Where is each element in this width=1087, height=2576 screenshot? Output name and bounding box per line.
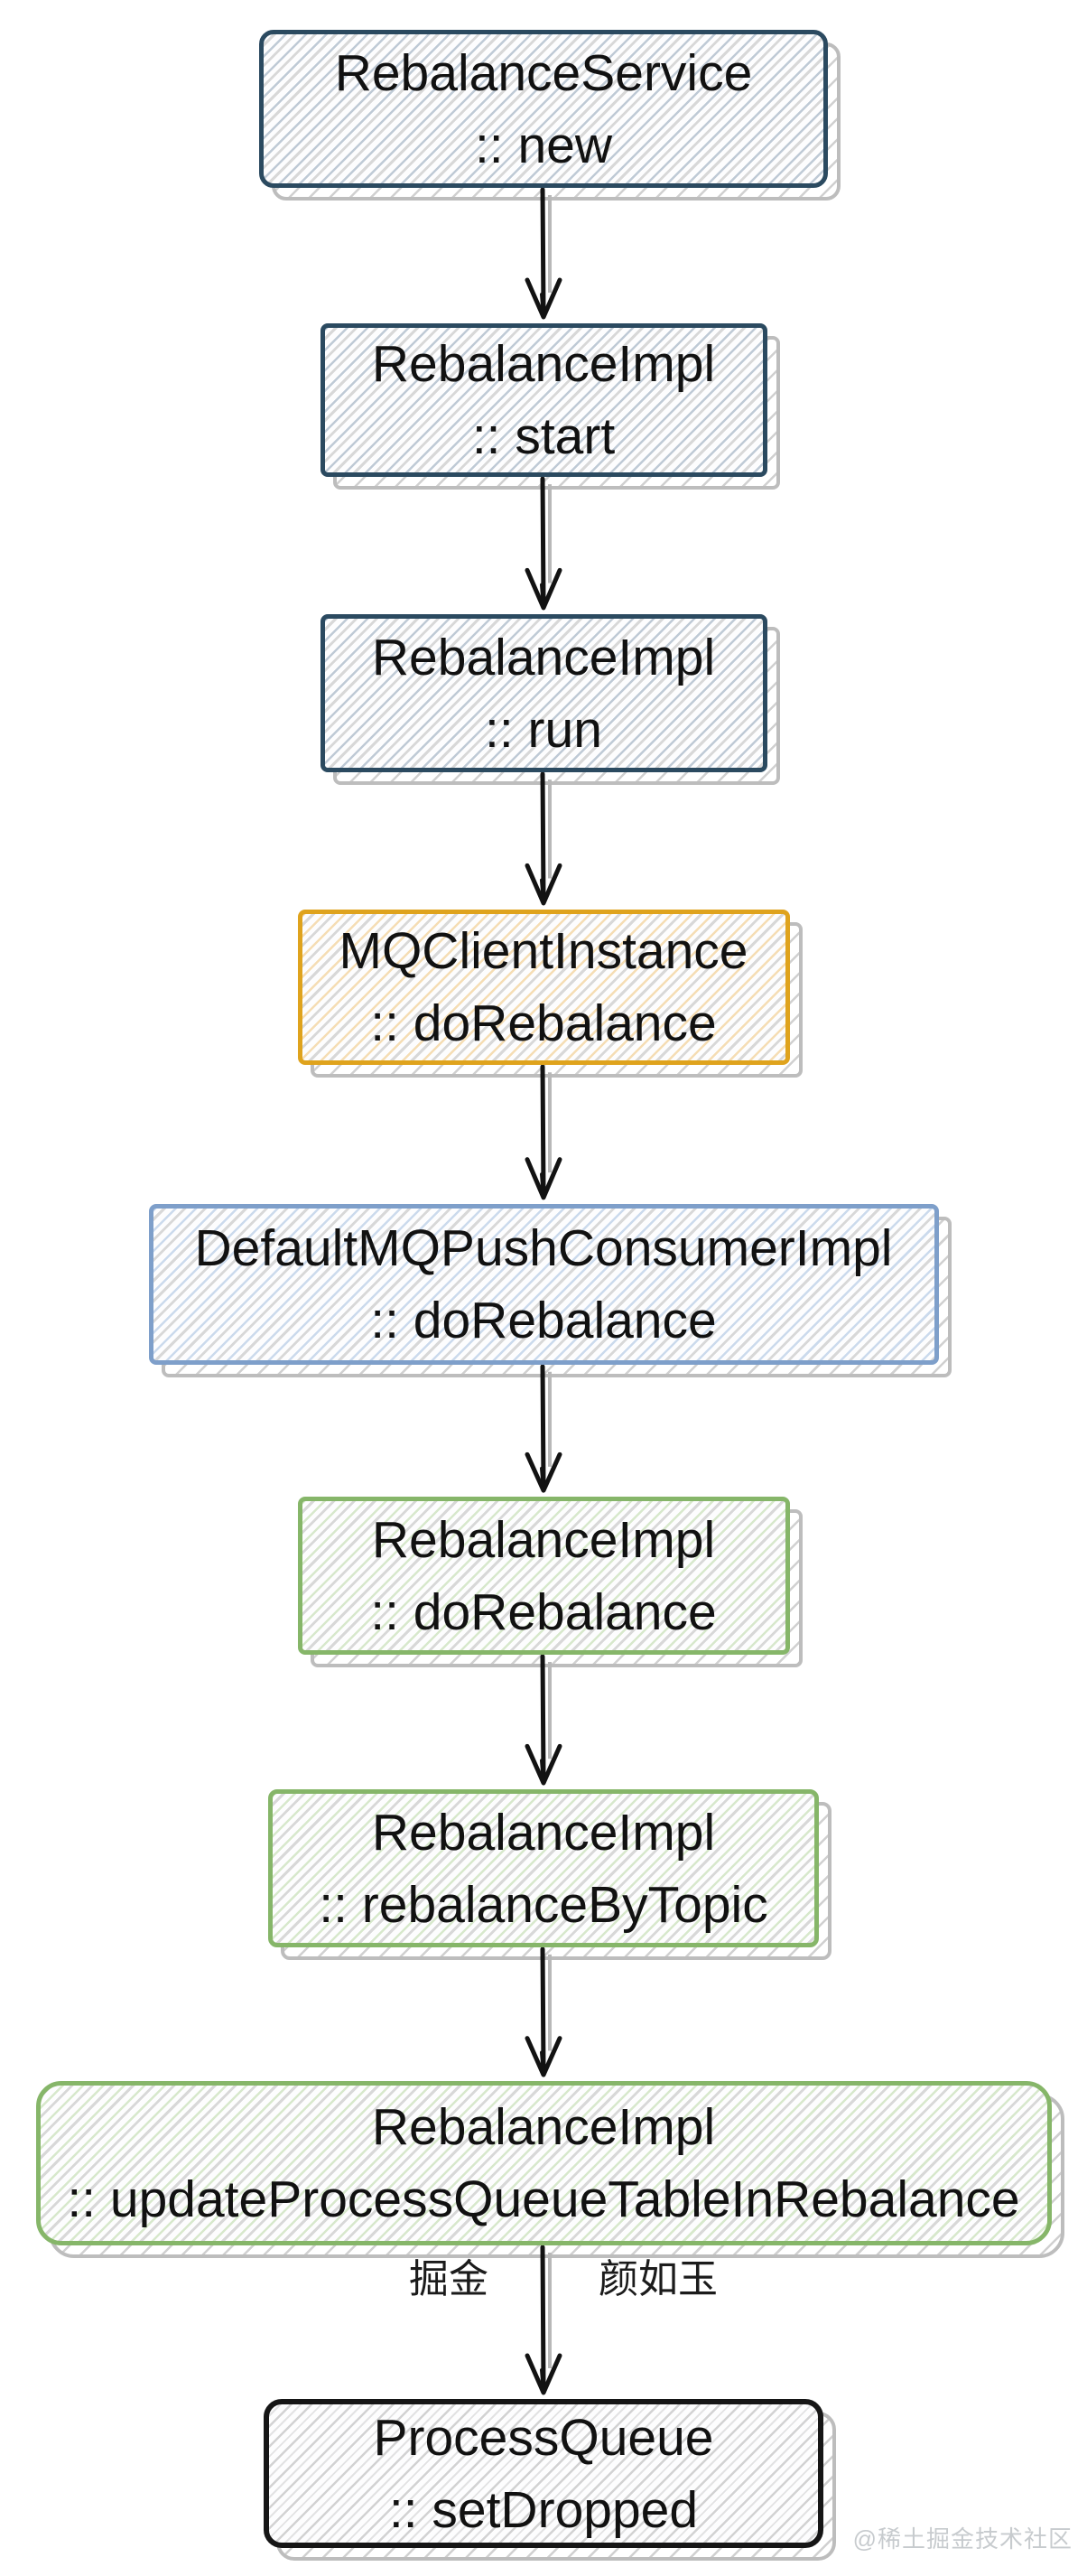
node-method: :: doRebalance [370, 994, 717, 1052]
node-box: RebalanceImpl :: rebalanceByTopic [268, 1789, 819, 1947]
node-box: RebalanceService :: new [259, 30, 828, 188]
node-class-name: RebalanceImpl [371, 628, 716, 686]
node-box: MQClientInstance :: doRebalance [297, 910, 790, 1065]
arrow-down-icon [525, 477, 562, 611]
flow-arrow-6 [512, 1655, 575, 1789]
arrow-down-icon [525, 1365, 562, 1493]
node-method: :: updateProcessQueueTableInRebalance [67, 2170, 1020, 2228]
node-rebalance-impl-start: RebalanceImpl :: start [320, 323, 780, 490]
node-mqclient-instance-dorebalance: MQClientInstance :: doRebalance [297, 910, 803, 1078]
arrow-down-icon [525, 1065, 562, 1200]
node-default-mq-push-consumer-impl-dorebalance: DefaultMQPushConsumerImpl :: doRebalance [148, 1204, 952, 1377]
flow-arrow-8: 掘金 颜如玉 [409, 2245, 718, 2399]
node-process-queue-setdropped: ProcessQueue :: setDropped [264, 2399, 836, 2561]
node-class-name: RebalanceImpl [371, 1510, 716, 1569]
arrow-down-icon [525, 188, 562, 320]
node-class-name: RebalanceImpl [371, 2098, 716, 2156]
flow-arrow-7 [512, 1947, 575, 2081]
node-class-name: RebalanceImpl [371, 335, 716, 393]
flow-arrow-3 [512, 772, 575, 910]
node-box: DefaultMQPushConsumerImpl :: doRebalance [148, 1204, 939, 1365]
inline-watermark-right: 颜如玉 [599, 2257, 718, 2301]
node-rebalance-impl-rebalancebytopic: RebalanceImpl :: rebalanceByTopic [268, 1789, 832, 1960]
node-method: :: doRebalance [370, 1582, 717, 1641]
node-method: :: doRebalance [370, 1292, 717, 1349]
node-class-name: RebalanceImpl [371, 1803, 716, 1862]
node-class-name: RebalanceService [334, 43, 753, 102]
node-box: RebalanceImpl :: start [320, 323, 767, 477]
node-method: :: run [485, 700, 602, 759]
node-method: :: rebalanceByTopic [319, 1875, 768, 1934]
flow-arrow-1 [512, 188, 575, 323]
inline-watermark-left: 掘金 [409, 2257, 488, 2301]
node-method: :: start [471, 407, 616, 465]
arrow-down-icon [525, 1655, 562, 1786]
arrow-down-icon [525, 2245, 562, 2395]
flow-arrow-5 [512, 1365, 575, 1497]
arrow-down-icon [525, 1947, 562, 2077]
node-rebalance-impl-dorebalance: RebalanceImpl :: doRebalance [297, 1497, 803, 1667]
node-class-name: MQClientInstance [339, 922, 748, 980]
node-box: RebalanceImpl :: updateProcessQueueTable… [35, 2081, 1052, 2245]
node-rebalance-service-new: RebalanceService :: new [259, 30, 841, 201]
arrow-down-icon [525, 772, 562, 906]
node-class-name: ProcessQueue [373, 2408, 714, 2467]
flow-arrow-4 [512, 1065, 575, 1204]
node-method: :: new [474, 116, 613, 174]
node-class-name: DefaultMQPushConsumerImpl [194, 1219, 893, 1277]
flow-arrow-2 [512, 477, 575, 614]
node-rebalance-impl-updateprocessqueuetableinrebalance: RebalanceImpl :: updateProcessQueueTable… [35, 2081, 1064, 2258]
corner-watermark: @稀土掘金技术社区 [852, 2525, 1073, 2553]
node-box: RebalanceImpl :: run [320, 614, 767, 772]
node-box: RebalanceImpl :: doRebalance [297, 1497, 790, 1655]
node-rebalance-impl-run: RebalanceImpl :: run [320, 614, 780, 785]
node-method: :: setDropped [388, 2480, 699, 2539]
node-box: ProcessQueue :: setDropped [264, 2399, 823, 2548]
